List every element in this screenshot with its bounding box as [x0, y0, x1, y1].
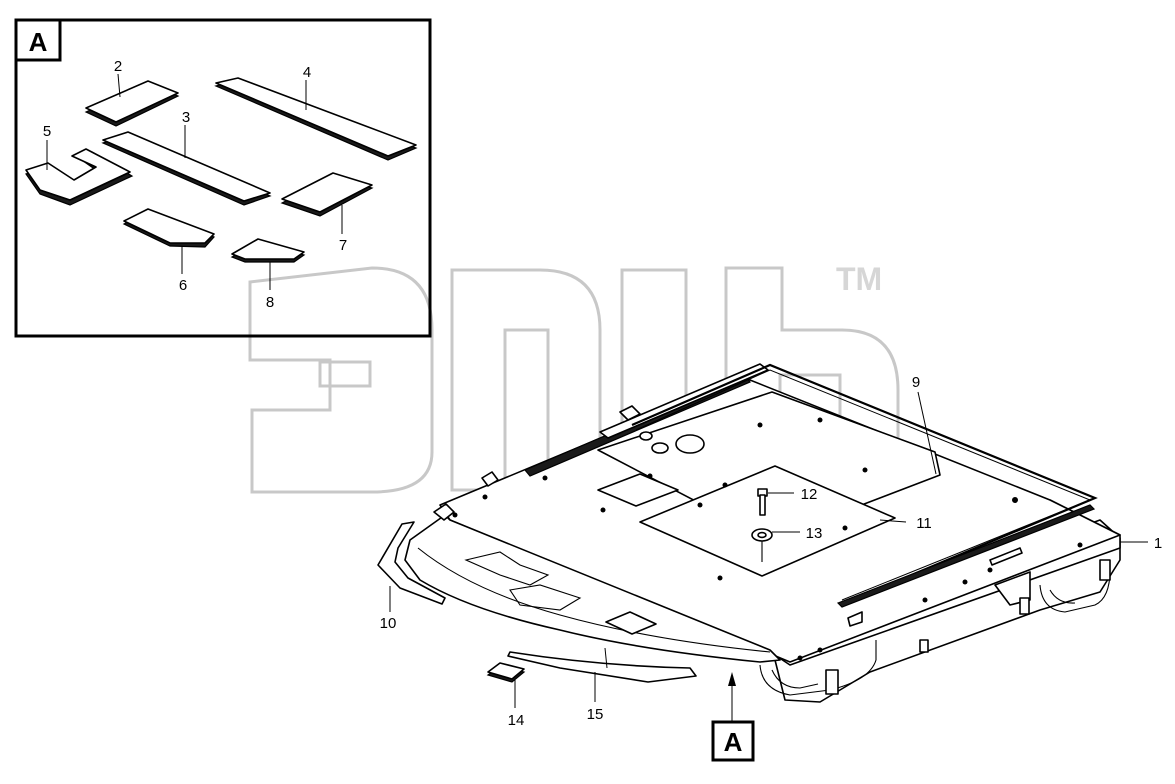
watermark-trademark: TM [836, 261, 882, 297]
callout-13: 13 [806, 525, 823, 542]
lip-opening-square [605, 611, 657, 635]
part-14-pad [486, 662, 526, 683]
part-8-pad [230, 238, 306, 263]
detail-ref-letter: A [29, 27, 48, 57]
callout-4: 4 [303, 64, 311, 81]
callout-10: 10 [380, 615, 397, 632]
leader-2 [117, 73, 121, 98]
callout-7: 7 [339, 237, 347, 254]
part-10-bracket [377, 521, 446, 605]
mounting-holes [452, 417, 1083, 661]
callout-3: 3 [182, 109, 190, 126]
cab-floor-assembly: A [377, 363, 1148, 762]
callout-labels: 2 3 4 5 6 7 8 1 9 10 11 12 13 14 15 [43, 58, 1162, 729]
leader-11 [879, 519, 907, 523]
callout-12: 12 [801, 486, 818, 503]
part-13-washer [751, 528, 773, 562]
detail-ref-frame [14, 18, 62, 62]
detail-view-box: A [14, 18, 432, 338]
part-12-bolt [757, 488, 768, 516]
frame-bracket-right [1099, 559, 1111, 581]
part-3-strip [101, 131, 272, 206]
callout-11: 11 [916, 515, 932, 532]
callout-14: 14 [508, 712, 525, 729]
rail-hole-large [675, 434, 705, 454]
part-5-notched-pad [25, 148, 134, 206]
callout-8: 8 [266, 294, 274, 311]
part-2-pad [84, 80, 180, 127]
section-ref-letter: A [724, 727, 743, 757]
floor-opening-square [597, 473, 679, 507]
part-4-strip [214, 77, 418, 161]
part-9-seal-frame [631, 363, 1098, 607]
callout-5: 5 [43, 123, 51, 140]
part-6-pad [122, 208, 216, 248]
part-11-cover-plate [639, 465, 896, 577]
callout-2: 2 [114, 58, 122, 75]
frame-bracket-left [825, 669, 839, 695]
callout-6: 6 [179, 277, 187, 294]
leader-9 [917, 391, 937, 475]
section-marker-a: A [711, 672, 755, 762]
callout-9: 9 [912, 374, 920, 391]
side-bracket [994, 571, 1031, 606]
callout-15: 15 [587, 706, 604, 723]
part-7-pad [280, 172, 374, 217]
part-15-curved-strip [507, 651, 697, 683]
callout-1: 1 [1154, 535, 1162, 552]
